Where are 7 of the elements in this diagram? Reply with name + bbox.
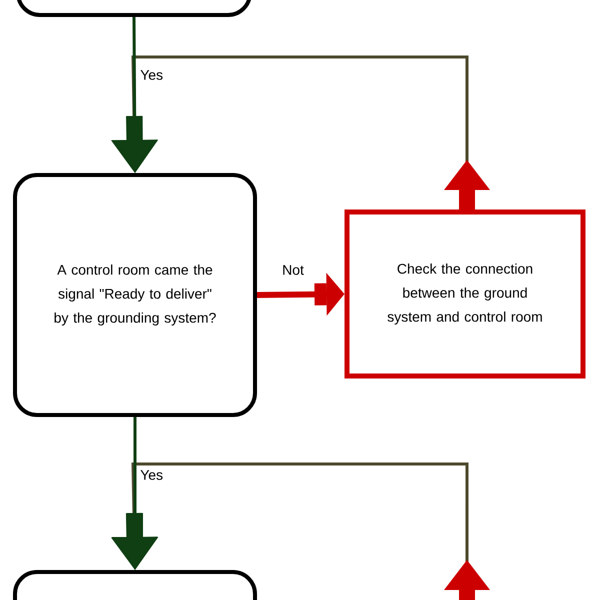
process-box: Check the connection between the ground system and control room <box>344 210 586 378</box>
process-box <box>13 570 257 600</box>
process-box <box>16 0 252 17</box>
decision-box: A control room came the signal "Ready to deliver" by the grounding system? <box>13 173 257 417</box>
edge-label: Yes <box>139 69 164 81</box>
edge-label: Yes <box>139 469 164 481</box>
edge-label: Not <box>281 264 305 276</box>
